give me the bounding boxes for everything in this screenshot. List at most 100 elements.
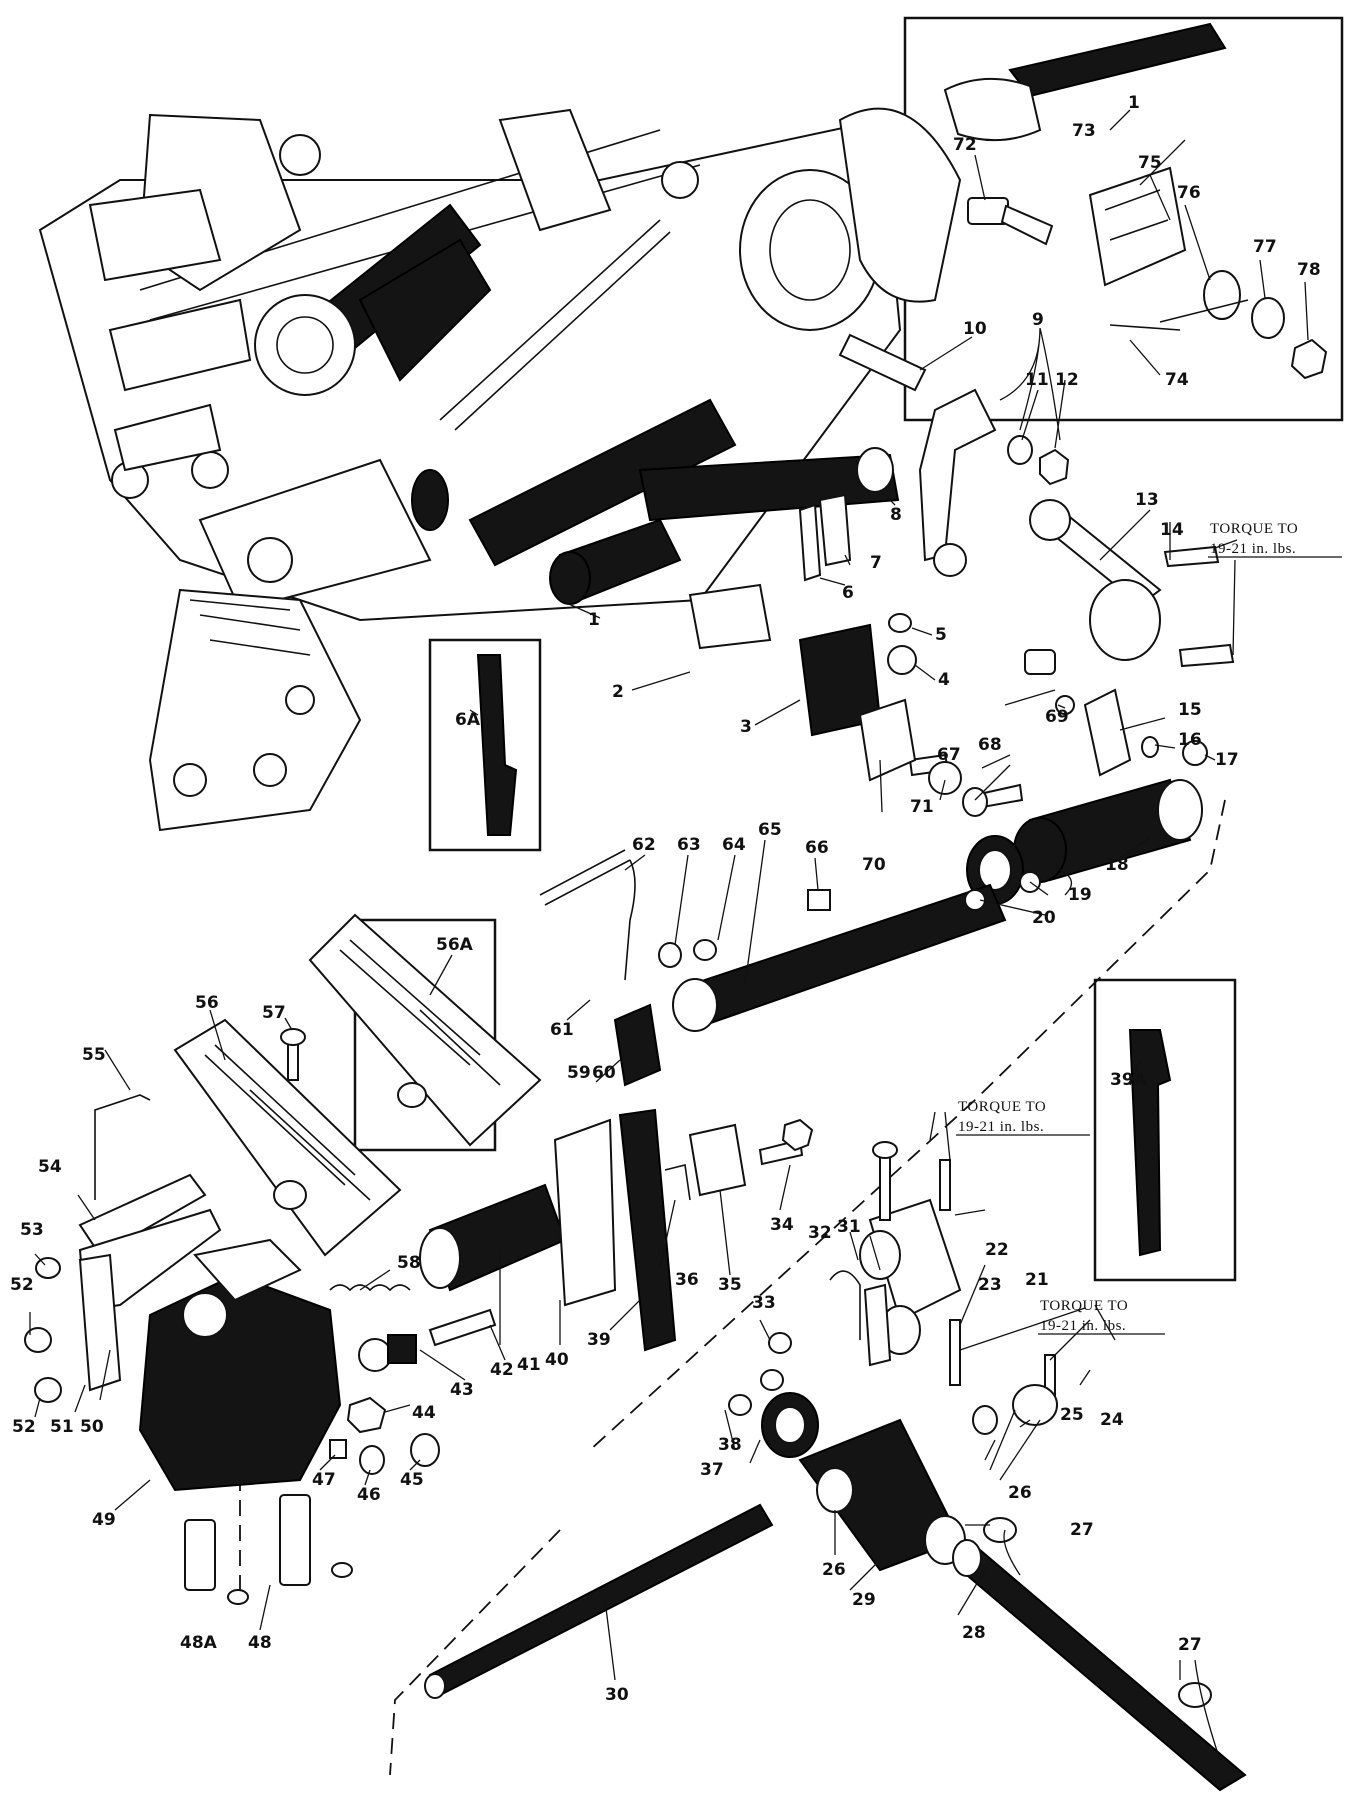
part-label: 65 — [758, 820, 782, 840]
part-label: 53 — [20, 1220, 44, 1240]
lower-bracket-illustration — [148, 588, 362, 832]
part-label: 56 — [195, 993, 219, 1013]
part-label: 41 — [517, 1355, 541, 1375]
middle-parts — [539, 333, 1235, 1087]
part-label: 15 — [1178, 700, 1202, 720]
part-label: 39 — [587, 1330, 611, 1350]
part-label: 3 — [740, 717, 752, 737]
torque-note-1-line1: TORQUE TO — [1210, 521, 1298, 537]
part-label: 28 — [962, 1623, 986, 1643]
part-label: 76 — [1177, 183, 1201, 203]
machine-assembly-illustration — [38, 107, 962, 622]
part-label: 27 — [1178, 1635, 1202, 1655]
part-label: 60 — [592, 1063, 616, 1083]
leader-lines — [29, 327, 1238, 1761]
part-label: 10 — [963, 319, 987, 339]
part-label: 44 — [412, 1403, 436, 1423]
lower-left-parts — [24, 1018, 814, 1605]
dashed-guide-line-upper — [589, 799, 1226, 1451]
part-number-labels: 1 2 3 4 5 6 6A 7 8 9 10 11 12 13 14 15 1… — [10, 93, 1321, 1705]
part-label: 9 — [1032, 310, 1044, 330]
part-label: 47 — [312, 1470, 336, 1490]
torque-note-3-line2: 19-21 in. lbs. — [1040, 1318, 1126, 1334]
part-label: 73 — [1072, 121, 1096, 141]
part-label: 69 — [1045, 707, 1069, 727]
part-label: 64 — [722, 835, 746, 855]
part-label: 72 — [953, 135, 977, 155]
lower-right-parts — [424, 1141, 1247, 1792]
part-label: 19 — [1068, 885, 1092, 905]
part-label: 74 — [1165, 370, 1189, 390]
part-label: 66 — [805, 838, 829, 858]
torque-note-1-line2: 19-21 in. lbs. — [1210, 541, 1296, 557]
part-label: 62 — [632, 835, 656, 855]
part-label: 8 — [890, 505, 902, 525]
inset-box-detail — [903, 16, 1344, 422]
part-label: 52 — [10, 1275, 34, 1295]
part-label: 61 — [550, 1020, 574, 1040]
part-label: 29 — [852, 1590, 876, 1610]
part-label: 22 — [985, 1240, 1009, 1260]
torque-note-1: TORQUE TO 19-21 in. lbs. — [1208, 521, 1342, 558]
detail-6a-box — [428, 638, 542, 852]
part-label: 13 — [1135, 490, 1159, 510]
torque-note-2-line2: 19-21 in. lbs. — [958, 1119, 1044, 1135]
part-label: 39A — [1110, 1070, 1148, 1090]
part-label: 25 — [1060, 1405, 1084, 1425]
part-label: 43 — [450, 1380, 474, 1400]
part-label: 26 — [822, 1560, 846, 1580]
part-label: 6 — [842, 583, 854, 603]
torque-note-3-line1: TORQUE TO — [1040, 1298, 1128, 1314]
part-label: 71 — [910, 797, 934, 817]
part-label: 46 — [357, 1485, 381, 1505]
part-label: 63 — [677, 835, 701, 855]
part-label: 77 — [1253, 237, 1277, 257]
part-label: 1 — [588, 610, 600, 630]
part-label: 14 — [1160, 520, 1184, 540]
part-label: 42 — [490, 1360, 514, 1380]
part-label: 55 — [82, 1045, 106, 1065]
part-label: 32 — [808, 1223, 832, 1243]
part-label: 1 — [1128, 93, 1140, 113]
part-label: 48A — [180, 1633, 218, 1653]
part-label: 70 — [862, 855, 886, 875]
part-label: 2 — [612, 682, 624, 702]
part-label: 20 — [1032, 908, 1056, 928]
part-label: 75 — [1138, 153, 1162, 173]
part-label: 4 — [938, 670, 950, 690]
inset-leader-lines — [974, 109, 1309, 376]
part-label: 36 — [675, 1270, 699, 1290]
part-label: 27 — [1070, 1520, 1094, 1540]
part-label: 16 — [1178, 730, 1202, 750]
dashed-guide-line-lower — [389, 1529, 561, 1776]
part-label: 56A — [436, 935, 474, 955]
part-label: 24 — [1100, 1410, 1124, 1430]
part-label: 34 — [770, 1215, 794, 1235]
part-label: 33 — [752, 1293, 776, 1313]
part-label: 52 — [12, 1417, 36, 1437]
part-label: 6A — [455, 710, 481, 730]
part-label: 40 — [545, 1350, 569, 1370]
part-label: 23 — [978, 1275, 1002, 1295]
part-label: 48 — [248, 1633, 272, 1653]
part-label: 37 — [700, 1460, 724, 1480]
part-label: 26 — [1008, 1483, 1032, 1503]
part-label: 12 — [1055, 370, 1079, 390]
detail-39a-box — [1093, 978, 1237, 1282]
part-label: 5 — [935, 625, 947, 645]
part-label: 38 — [718, 1435, 742, 1455]
part-label: 68 — [978, 735, 1002, 755]
part-label: 21 — [1025, 1270, 1049, 1290]
part-label: 51 — [50, 1417, 74, 1437]
part-label: 67 — [937, 745, 961, 765]
part-label: 7 — [870, 553, 882, 573]
torque-note-2: TORQUE TO 19-21 in. lbs. — [956, 1099, 1090, 1136]
part-label: 57 — [262, 1003, 286, 1023]
torque-note-3: TORQUE TO 19-21 in. lbs. — [1038, 1298, 1165, 1335]
part-label: 59 — [567, 1063, 591, 1083]
part-label: 78 — [1297, 260, 1321, 280]
part-label: 18 — [1105, 855, 1129, 875]
part-label: 35 — [718, 1275, 742, 1295]
part-label: 45 — [400, 1470, 424, 1490]
